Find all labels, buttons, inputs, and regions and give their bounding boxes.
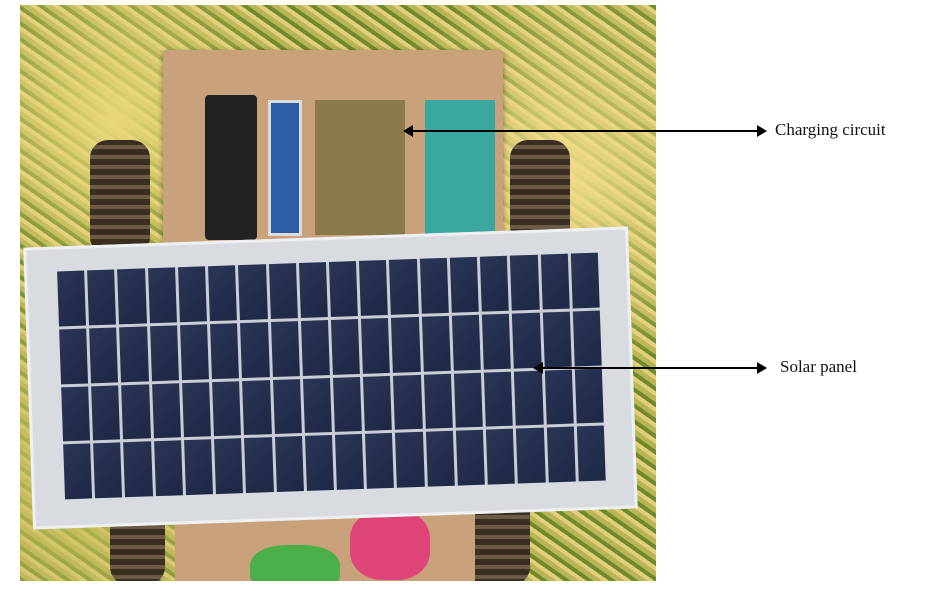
solar-cell [512,312,542,369]
solar-cell [179,324,210,380]
solar-cell [61,385,91,442]
solar-cell [123,441,153,498]
solar-cell [210,322,240,379]
solar-cell [481,313,512,370]
solar-cell [151,382,181,439]
solar-cell [274,436,304,492]
solar-cell [242,379,272,436]
solar-cell [361,317,391,374]
solar-cell [93,442,123,499]
solar-cell [330,318,361,375]
solar-cell [393,374,423,431]
rover-photo [20,5,656,581]
solar-cell [183,439,214,496]
solar-cell [153,440,183,497]
solar-cell [270,320,300,377]
solar-cell [89,327,119,383]
solar-cell [328,261,359,317]
battery [205,95,257,240]
solar-cell [421,315,451,372]
relay-module [425,100,495,235]
solar-cell [240,321,270,378]
solar-cell [546,426,576,483]
solar-cell [419,257,449,314]
solar-cell [479,255,510,312]
charging-circuit-arrow [403,125,767,137]
solar-cell [147,267,177,324]
solar-cell [449,256,479,313]
solar-cell [395,432,425,488]
solar-panel [23,226,638,530]
solar-cell [425,431,455,487]
solar-cell [298,262,328,318]
solar-cell [570,252,600,309]
wheel [90,140,150,255]
solar-cell [516,427,546,484]
solar-cell [542,311,572,368]
solar-cell [91,384,121,441]
solar-cell [119,326,149,382]
solar-cell [208,265,238,321]
solar-cell [451,314,481,371]
solar-cell [181,381,212,438]
pink-component [350,510,430,580]
wheel [510,140,570,245]
solar-cell [214,438,244,495]
solar-panel-label: Solar panel [780,357,857,376]
solar-cell [423,373,453,429]
solar-cell [121,383,151,440]
solar-cell [302,377,332,434]
solar-cell [544,369,574,425]
solar-cell [363,375,393,432]
solar-cell [359,259,389,316]
solar-cell [59,328,89,384]
solar-cell [117,268,147,325]
solar-cell [268,263,298,319]
solar-cell [455,429,485,486]
green-component [250,545,340,581]
solar-cell [391,316,421,373]
solar-cell [304,435,334,491]
solar-cell [244,437,274,494]
solar-cell [332,376,363,433]
solar-panel-arrow [533,362,767,374]
lcd-display [268,100,302,236]
solar-cell [486,428,516,485]
solar-cell [177,266,208,322]
solar-cell [149,325,179,381]
solar-cell [510,254,540,311]
solar-cell [87,269,117,326]
solar-cell [365,433,395,489]
solar-cell [540,253,570,310]
solar-cell [300,319,330,376]
solar-cell [238,264,268,320]
solar-cell [63,443,93,500]
solar-cells [57,252,606,500]
solar-cell [212,380,242,437]
charging-circuit-board [315,100,405,235]
solar-cell [574,368,604,424]
solar-cell [334,434,365,490]
solar-cell [576,425,606,482]
solar-cell [389,258,419,315]
solar-cell [57,270,87,327]
solar-cell [514,370,544,426]
solar-cell [483,371,514,427]
solar-cell [272,378,302,435]
solar-cell [453,372,483,428]
solar-cell [572,310,602,366]
charging-circuit-label: Charging circuit [775,120,886,139]
